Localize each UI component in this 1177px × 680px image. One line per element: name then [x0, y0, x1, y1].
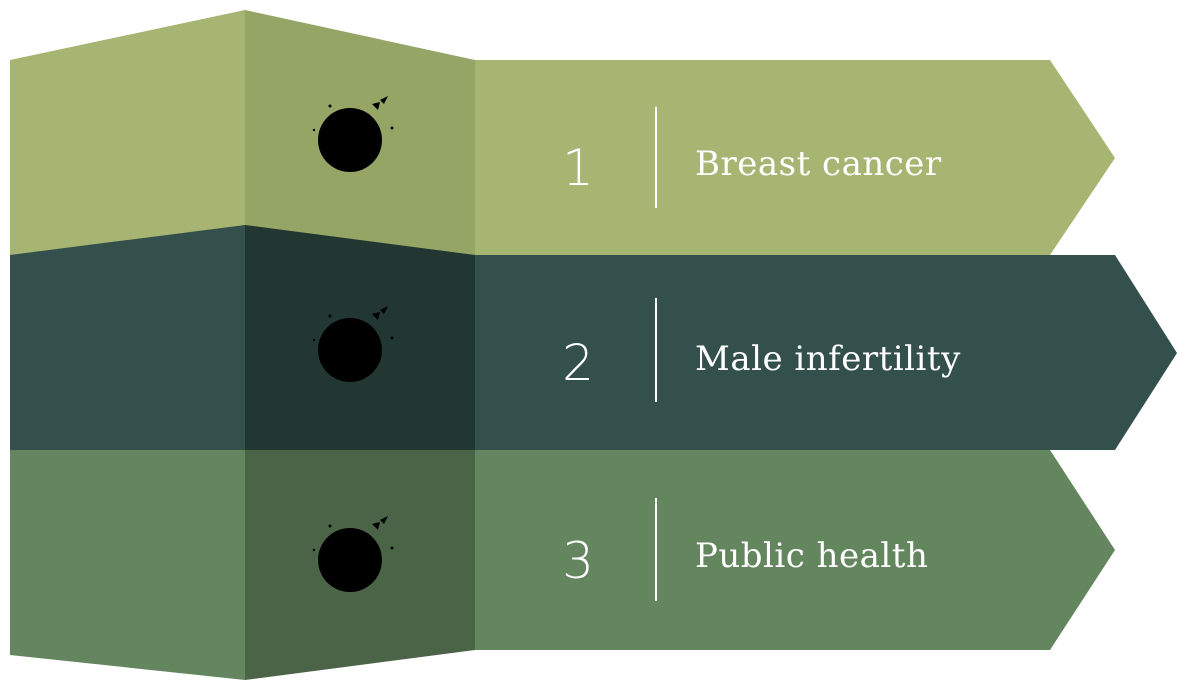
ribbon-item-3: 3 Public health	[10, 450, 1115, 680]
ribbon-1-arrow-panel	[475, 60, 1115, 255]
ribbon-item-2: 2 Male infertility	[10, 225, 1177, 450]
item-label-2: Male infertility	[695, 339, 961, 379]
ribbon-3-left-panel	[10, 450, 245, 680]
item-number-1: 1	[562, 139, 594, 197]
item-number-3: 3	[562, 532, 594, 590]
item-label-3: Public health	[695, 536, 928, 576]
item-label-1: Breast cancer	[695, 144, 942, 184]
ribbon-3-arrow-panel	[475, 450, 1115, 650]
ribbon-1-left-panel	[10, 10, 245, 255]
ribbon-2-left-panel	[10, 225, 245, 450]
item-number-2: 2	[562, 334, 594, 392]
ribbon-2-arrow-panel	[475, 255, 1177, 450]
ribbon-item-1: 1 Breast cancer	[10, 10, 1115, 255]
